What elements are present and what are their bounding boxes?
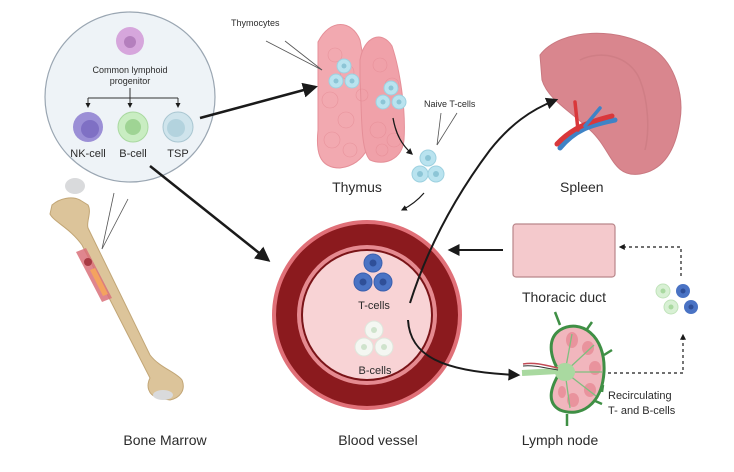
t-cells-label: T-cells — [358, 300, 390, 312]
marrow-cavity — [76, 248, 112, 302]
bone-pointer — [101, 192, 129, 250]
common-lymphoid-progenitor-cell — [116, 27, 144, 55]
spleen — [539, 32, 682, 175]
thoracic-duct — [512, 223, 616, 278]
vessel-to-spleen-arrow — [409, 97, 559, 304]
spleen-label: Spleen — [560, 179, 604, 195]
thymocytes — [328, 58, 407, 110]
b-cells-label: B-cells — [358, 365, 392, 377]
nk-cell-label: NK-cell — [70, 148, 105, 160]
vessel-to-lymph-node-arrow — [407, 319, 521, 381]
b-cells-in-vessel — [354, 320, 394, 357]
nk-cell — [73, 112, 103, 142]
thoracic-duct-label: Thoracic duct — [522, 289, 606, 305]
blood-vessel-label: Blood vessel — [338, 432, 417, 448]
b-cell-label: B-cell — [119, 148, 147, 160]
lymph-node-label: Lymph node — [522, 432, 599, 448]
branch-arrows — [85, 88, 181, 108]
bone-marrow-to-thymus-arrow — [199, 82, 318, 120]
lymph-node — [521, 311, 613, 426]
progenitor-label-line1: Common lymphoid — [92, 65, 167, 75]
thymus-label: Thymus — [332, 179, 382, 195]
blood-vessel: T-cells B-cells — [272, 220, 462, 410]
femur-bone — [49, 178, 184, 401]
thymus-to-naive-arrow — [392, 117, 413, 155]
bone-marrow-to-vessel-arrow — [149, 165, 271, 262]
thymus — [316, 24, 407, 169]
recirculating-label-line2: T- and B-cells — [608, 405, 676, 417]
lymph-node-to-recirc-dashed-arrow — [608, 333, 686, 374]
tsp-label: TSP — [167, 148, 188, 160]
thymocytes-pointer — [265, 40, 323, 71]
naive-t-cells — [411, 149, 445, 183]
recirculating-cells — [655, 283, 698, 315]
progenitor-bubble: Common lymphoid progenitor NK-cell B-cel… — [44, 11, 216, 183]
progenitor-label-line2: progenitor — [110, 76, 151, 86]
flow-arrows — [149, 82, 686, 381]
tsp-cell — [162, 111, 194, 143]
naive-pointer — [436, 112, 458, 146]
recirculating-label-line1: Recirculating — [608, 390, 672, 402]
naive-t-cells-label: Naive T-cells — [424, 99, 476, 109]
naive-to-vessel-arrow — [400, 192, 425, 211]
recirc-to-thoracic-duct-dashed-arrow — [618, 244, 682, 276]
splenic-vessels — [554, 100, 618, 151]
bone-marrow-label: Bone Marrow — [123, 432, 207, 448]
t-cells-in-vessel — [353, 253, 393, 292]
thymocytes-label: Thymocytes — [231, 18, 280, 28]
b-cell — [117, 111, 149, 143]
